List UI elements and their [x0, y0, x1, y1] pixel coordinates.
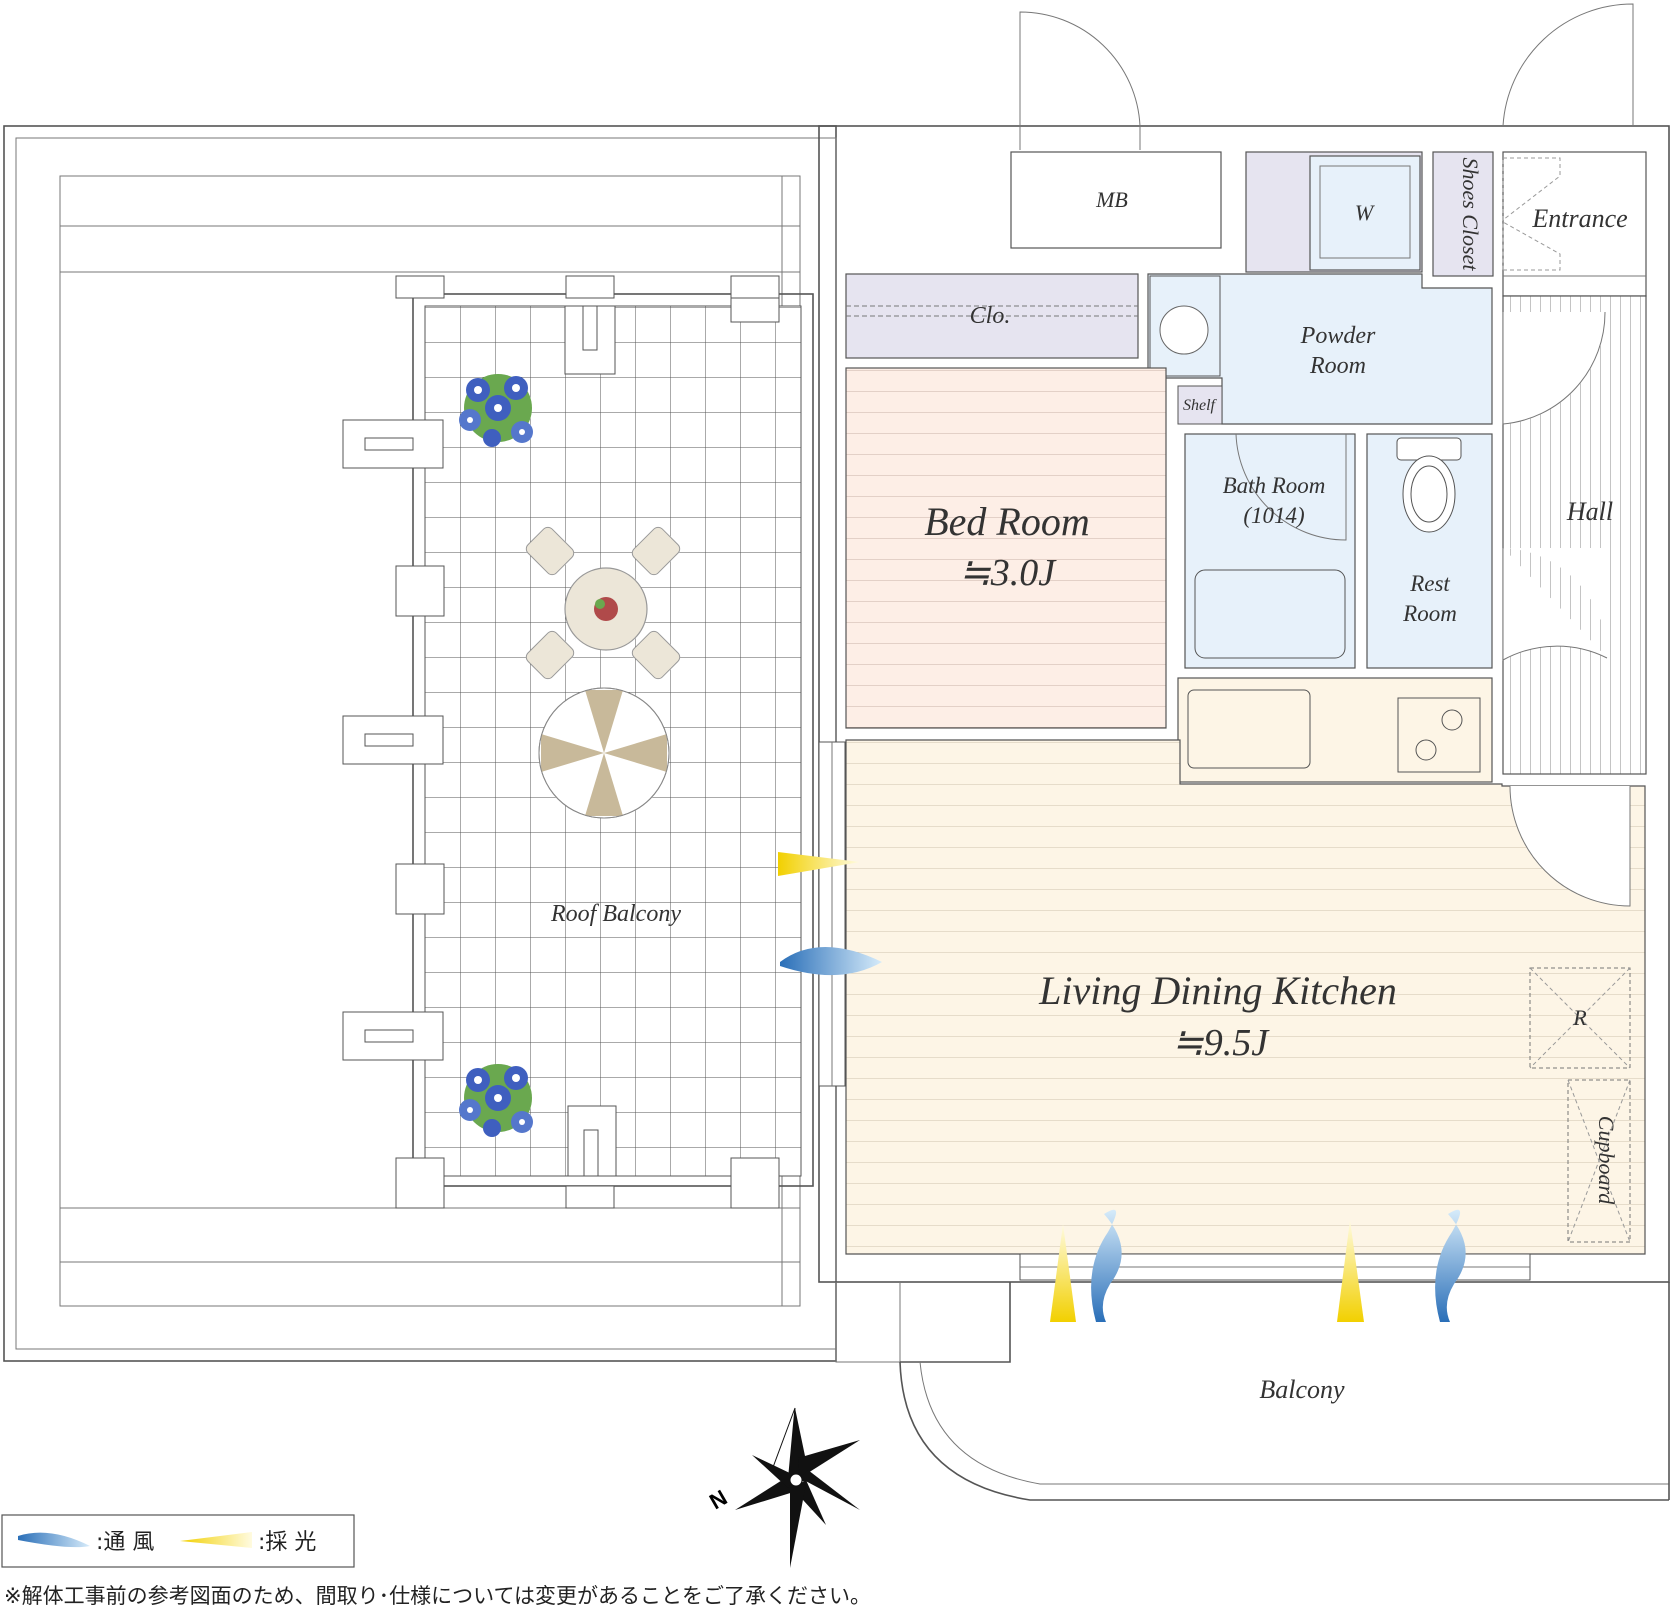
balcony-label: Balcony: [1259, 1375, 1345, 1404]
footnote: ※解体工事前の参考図面のため、間取り･仕様については変更があることをご了承くださ…: [4, 1584, 871, 1608]
rest-room-label-1: Rest: [1409, 571, 1450, 596]
daylight-arrow-icon: [778, 852, 860, 876]
refrigerator-label: R: [1572, 1005, 1587, 1030]
shelf-label: Shelf: [1183, 397, 1218, 414]
compass-north-label: N: [705, 1485, 731, 1515]
closet-label: Clo.: [970, 303, 1011, 329]
bed-room-size: ≒3.0J: [959, 552, 1057, 594]
mb-box: [1010, 151, 1222, 249]
legend-ventilation: :通 風: [96, 1530, 154, 1555]
kitchen-sink-icon: [1187, 689, 1311, 769]
bed-room-label: Bed Room: [924, 499, 1090, 544]
powder-room-label-2: Room: [1309, 353, 1366, 379]
refrigerator-space: [1529, 967, 1631, 1069]
daylight-arrow-icon: [1337, 1220, 1364, 1322]
toilet-icon: [1396, 437, 1462, 533]
roof-balcony-label: Roof Balcony: [550, 901, 681, 927]
ldk-size: ≒9.5J: [1172, 1022, 1270, 1064]
powder-room-label-1: Powder: [1300, 323, 1376, 349]
washer-label: W: [1355, 200, 1375, 225]
wind-arrow-icon: [1091, 1209, 1122, 1322]
roof-balcony-area: Roof Balcony: [3, 125, 837, 1362]
washer-pan: [1309, 155, 1421, 271]
wind-legend-icon: [18, 1532, 90, 1548]
parasol-icon: [538, 687, 670, 819]
flower-pot-icon: [459, 1064, 533, 1137]
bath-room-label-1: Bath Room: [1223, 473, 1326, 498]
bathtub-icon: [1194, 569, 1346, 659]
mb-label: MB: [1095, 187, 1128, 212]
bath-room-label-2: (1014): [1243, 503, 1304, 528]
svg-text:Bath Room(1014): Bath Room (1014): [1223, 473, 1326, 528]
hall-label: Hall: [1566, 497, 1613, 526]
ldk-label: Living Dining Kitchen: [1038, 968, 1397, 1013]
apartment-walls: [818, 3, 1670, 1283]
cupboard-space: [1567, 1079, 1631, 1243]
compass-rose-icon: [735, 1407, 860, 1568]
balcony: [835, 1282, 1670, 1501]
bed-room: [845, 367, 1167, 729]
railing-posts: [342, 275, 780, 1209]
wind-arrow-icon: [1435, 1209, 1466, 1322]
legend-daylight: :採 光: [258, 1530, 316, 1555]
rest-room-label-2: Room: [1402, 601, 1457, 626]
cupboard-label: Cupboard: [1594, 1116, 1619, 1205]
powder-room: [1147, 273, 1493, 425]
wind-arrow-icon: [780, 947, 882, 976]
shoes-closet-label: Shoes Closet: [1458, 157, 1483, 271]
daylight-legend-icon: [180, 1532, 252, 1548]
daylight-arrow-icon: [1050, 1224, 1076, 1322]
stove-icon: [1397, 697, 1481, 773]
patio-table-icon: [525, 526, 681, 680]
entrance-label: Entrance: [1531, 204, 1627, 233]
legend: :通 風 :採 光: [1, 1514, 355, 1568]
flower-pot-icon: [459, 374, 533, 447]
